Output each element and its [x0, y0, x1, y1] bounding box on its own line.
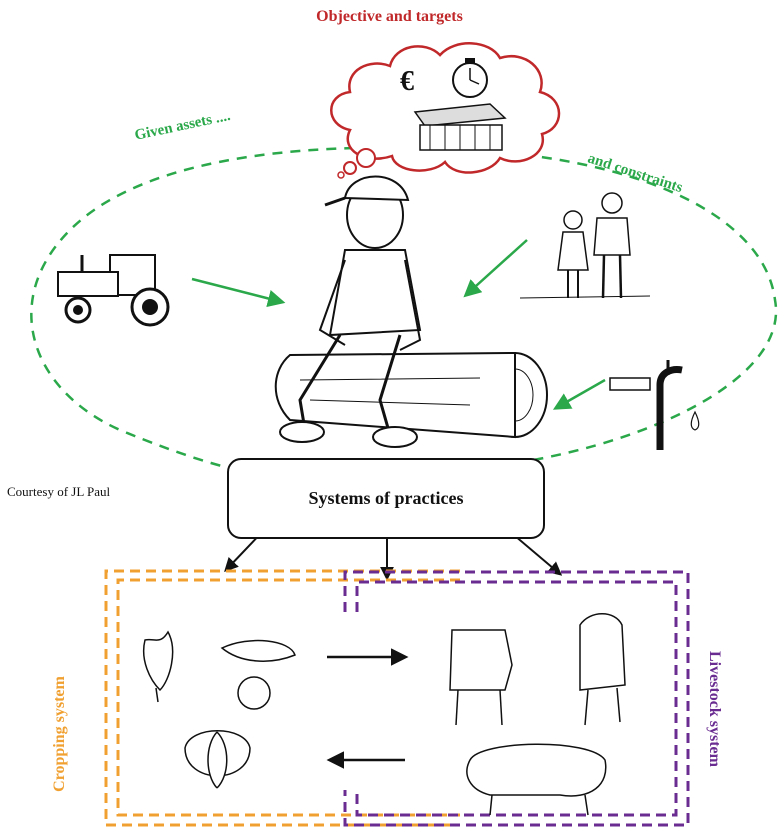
tractor-icon — [58, 255, 168, 325]
courtesy-label: Courtesy of JL Paul — [7, 484, 110, 500]
systems-of-practices-box: Systems of practices — [227, 458, 545, 539]
euro-icon: € — [400, 66, 414, 97]
farm-building-icon — [415, 104, 505, 150]
family-icon — [520, 193, 650, 298]
objective-targets-label: Objective and targets — [0, 8, 779, 26]
family-arrow — [466, 240, 527, 295]
livestock-icons — [450, 614, 625, 815]
farmer-on-log-icon — [276, 177, 547, 448]
tap-arrow — [556, 380, 605, 408]
livestock-system-label: Livestock system — [705, 624, 723, 794]
cropping-system-box — [106, 571, 460, 825]
systems-of-practices-label: Systems of practices — [309, 488, 464, 509]
tractor-arrow — [192, 279, 282, 302]
cropping-system-label: Cropping system — [51, 654, 69, 814]
crop-icons — [144, 632, 295, 788]
